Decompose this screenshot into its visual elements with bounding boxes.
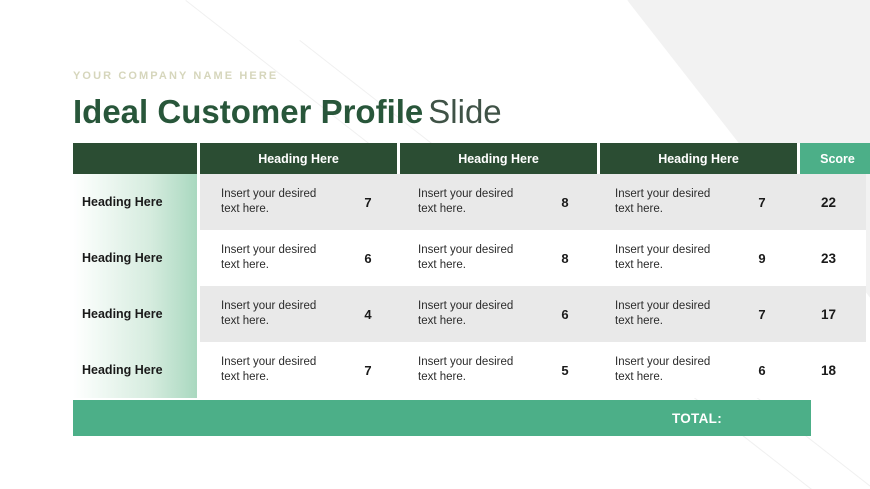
row-text-col3: Insert your desired text here.: [594, 174, 733, 230]
row-text-col1: Insert your desired text here.: [200, 342, 339, 398]
row-score-col1: 7: [339, 342, 397, 398]
company-name-label: YOUR COMPANY NAME HERE: [73, 70, 279, 82]
table-row[interactable]: Heading Here Insert your desired text he…: [73, 286, 866, 342]
row-total-score: 22: [791, 174, 866, 230]
row-text-col1: Insert your desired text here.: [200, 230, 339, 286]
row-score-col1: 7: [339, 174, 397, 230]
row-score-col2: 5: [536, 342, 594, 398]
table-header-col3: Heading Here: [600, 143, 797, 174]
total-label: TOTAL:: [671, 410, 722, 426]
row-divider: [197, 342, 200, 398]
table-header-col1: Heading Here: [200, 143, 397, 174]
row-score-col3: 9: [733, 230, 791, 286]
row-score-col3: 6: [733, 342, 791, 398]
row-total-score: 23: [791, 230, 866, 286]
row-divider: [197, 230, 200, 286]
header-divider-3: [597, 143, 600, 174]
scoring-table: Heading Here Heading Here Heading Here S…: [73, 143, 870, 436]
row-text-col3: Insert your desired text here.: [594, 230, 733, 286]
table-header-group-3: Heading Here: [600, 143, 797, 174]
page-title-bold: Ideal Customer Profile: [73, 93, 424, 130]
table-header-group-2: Heading Here: [400, 143, 597, 174]
table-row[interactable]: Heading Here Insert your desired text he…: [73, 174, 866, 230]
row-label: Heading Here: [73, 286, 197, 342]
table-row[interactable]: Heading Here Insert your desired text he…: [73, 342, 866, 398]
table-header-col2: Heading Here: [400, 143, 597, 174]
row-label: Heading Here: [73, 342, 197, 398]
header-divider-1: [197, 143, 200, 174]
row-divider: [197, 286, 200, 342]
row-text-col1: Insert your desired text here.: [200, 174, 339, 230]
row-label: Heading Here: [73, 174, 197, 230]
table-header-corner: [73, 143, 197, 174]
row-score-col2: 8: [536, 230, 594, 286]
header-divider-4: [797, 143, 800, 174]
row-total-score: 17: [791, 286, 866, 342]
row-total-score: 18: [791, 342, 866, 398]
row-score-col3: 7: [733, 286, 791, 342]
row-text-col2: Insert your desired text here.: [397, 286, 536, 342]
total-bar[interactable]: TOTAL:: [73, 400, 811, 436]
row-label: Heading Here: [73, 230, 197, 286]
row-text-col3: Insert your desired text here.: [594, 286, 733, 342]
row-score-col2: 6: [536, 286, 594, 342]
header-divider-2: [397, 143, 400, 174]
row-score-col1: 4: [339, 286, 397, 342]
row-score-col1: 6: [339, 230, 397, 286]
row-text-col1: Insert your desired text here.: [200, 286, 339, 342]
page-title-light: Slide: [428, 93, 502, 130]
row-text-col2: Insert your desired text here.: [397, 230, 536, 286]
row-score-col3: 7: [733, 174, 791, 230]
row-text-col2: Insert your desired text here.: [397, 174, 536, 230]
row-divider: [197, 174, 200, 230]
decorative-shape-4: [729, 0, 870, 79]
table-header-row: Heading Here Heading Here Heading Here S…: [73, 143, 870, 174]
table-header-score: Score: [800, 143, 870, 174]
table-row[interactable]: Heading Here Insert your desired text he…: [73, 230, 866, 286]
row-score-col2: 8: [536, 174, 594, 230]
table-header-group-1: Heading Here: [200, 143, 397, 174]
row-text-col3: Insert your desired text here.: [594, 342, 733, 398]
row-text-col2: Insert your desired text here.: [397, 342, 536, 398]
